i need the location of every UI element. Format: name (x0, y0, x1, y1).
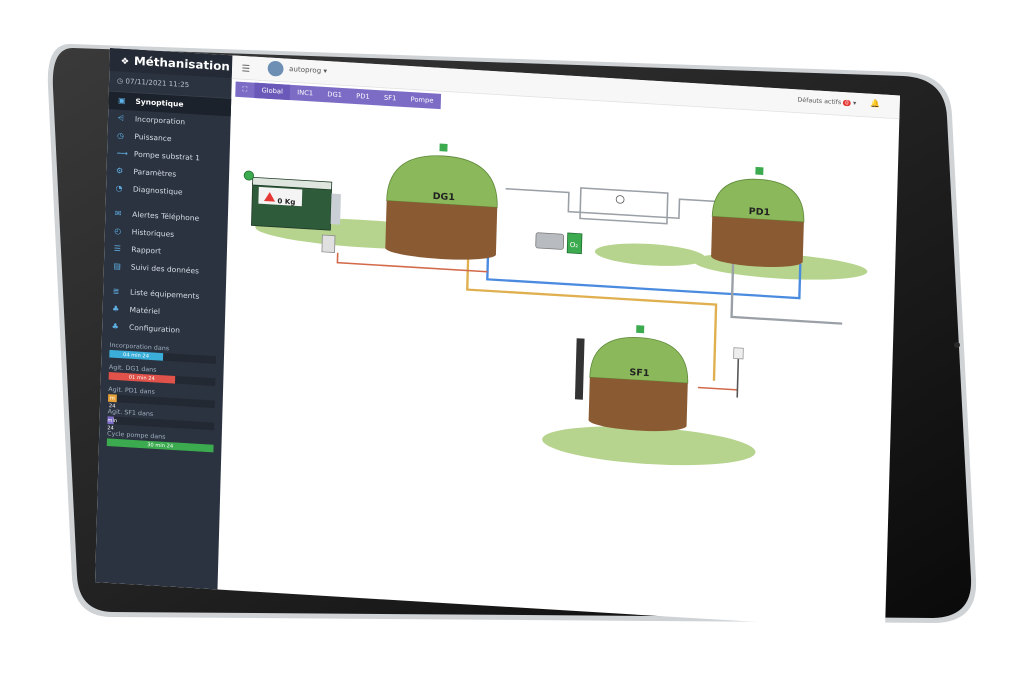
report-icon: ☰ (113, 244, 122, 254)
menu-item-label: Paramètres (133, 167, 177, 179)
tank-pd1[interactable]: PD1 (711, 164, 805, 269)
gauge-icon: ◷ (116, 131, 125, 141)
warning-icon (263, 192, 276, 202)
pump-unit[interactable] (321, 234, 336, 253)
agitator-icon[interactable] (636, 325, 645, 334)
hopper-icon: ⩤ (117, 114, 124, 123)
tank-dome (386, 155, 498, 208)
pump-icon: ⟿ (116, 149, 128, 159)
sidebar: ❖Méthanisation ◷ 07/11/2021 11:25 ▣Synop… (95, 48, 233, 590)
tab-dg1[interactable]: DG1 (327, 90, 343, 100)
ground-patch (594, 243, 706, 266)
tank-base (385, 242, 496, 260)
list-icon: ≣ (112, 287, 120, 297)
tab-global[interactable]: Global (254, 82, 291, 101)
gas-pipe (505, 187, 747, 220)
red-pipe (336, 252, 488, 273)
timer-value: min 24 (107, 416, 118, 432)
user-menu[interactable]: autoprog ▾ (288, 65, 328, 76)
blue-pipe (486, 237, 802, 300)
fault-count-badge: 0 (842, 99, 852, 107)
bell-icon[interactable]: 🔔 (870, 99, 881, 109)
tab-sf1[interactable]: SF1 (383, 94, 397, 103)
fullscreen-icon[interactable]: ⛶ (242, 85, 248, 94)
app-screen: ❖Méthanisation ◷ 07/11/2021 11:25 ▣Synop… (95, 48, 900, 630)
ground-patch (542, 426, 756, 466)
hopper-lid (252, 176, 333, 191)
menu-toggle-icon[interactable]: ☰ (241, 62, 251, 74)
avatar[interactable] (267, 60, 284, 77)
sliders-icon: ⚙ (115, 166, 124, 176)
tank-dg1[interactable]: DG1 (385, 140, 499, 262)
hierarchy-icon: ♣ (112, 304, 120, 314)
chimney (574, 338, 585, 400)
red-pipe (697, 386, 738, 391)
tank-dome (711, 178, 805, 223)
hopper-weight: 0 Kg (277, 197, 295, 206)
clock-icon: ◴ (114, 227, 122, 236)
flare-valve[interactable] (615, 195, 625, 204)
timer-value: 04 min 24 (109, 349, 163, 361)
chart-icon: ▤ (113, 262, 121, 272)
menu-item-label: Suivi des données (130, 263, 200, 276)
tank-label: SF1 (629, 367, 649, 379)
menu-item-label: Diagnostique (132, 185, 183, 197)
weight-panel (258, 186, 303, 207)
menu-item-label: Pompe substrat 1 (133, 150, 201, 163)
menu-item-label: Historiques (131, 228, 175, 240)
status-light (243, 170, 254, 181)
clock-icon: ◷ (116, 77, 126, 86)
logo-icon: ❖ (120, 55, 130, 67)
menu-item-label: Incorporation (134, 115, 186, 127)
menu-item-label: Rapport (131, 245, 162, 256)
lamp-post (736, 351, 740, 398)
hierarchy-icon: ♣ (111, 322, 119, 332)
display-icon: ▣ (117, 96, 126, 106)
menu-item-label: Synoptique (135, 97, 184, 109)
torch-lamp[interactable] (733, 347, 744, 360)
tab-pd1[interactable]: PD1 (356, 92, 370, 102)
o2-injector[interactable] (566, 232, 583, 255)
yellow-pipe (466, 236, 718, 381)
agitator-icon[interactable] (439, 143, 448, 152)
tank-wall (588, 377, 688, 426)
compressor[interactable] (535, 232, 565, 250)
timer-value: m 24 (107, 394, 117, 410)
app-title: Méthanisation (133, 54, 230, 74)
tank-sf1[interactable]: SF1 (588, 322, 689, 433)
tank-base (711, 250, 803, 267)
tab-inc1[interactable]: INC1 (297, 89, 314, 98)
tank-base (588, 414, 687, 432)
tank-label: PD1 (749, 206, 771, 218)
agitator-icon[interactable] (755, 166, 764, 176)
screw-conveyor (330, 193, 341, 225)
menu-item-label: Configuration (128, 323, 181, 335)
menu-item-label: Alertes Téléphone (132, 210, 200, 224)
envelope-icon: ✉ (114, 209, 122, 219)
tank-wall (711, 216, 804, 262)
menu-item-label: Liste équipements (129, 288, 200, 301)
tank-dome (589, 337, 689, 384)
menu-item-label: Matériel (129, 305, 161, 317)
nav-menu: ▣ Synoptique ⩤ Incorporation ◷ Puissance ⟿ Pomp… (102, 91, 232, 342)
tab-pompe[interactable]: Pompe (410, 95, 434, 105)
dashboard-icon: ◔ (115, 184, 123, 194)
gray-pipe (730, 259, 843, 325)
tank-label: DG1 (433, 191, 456, 203)
tank-wall (385, 200, 498, 255)
menu-item-label: Puissance (134, 132, 172, 144)
o2-label: O₂ (570, 241, 579, 249)
gas-loop (579, 187, 669, 225)
